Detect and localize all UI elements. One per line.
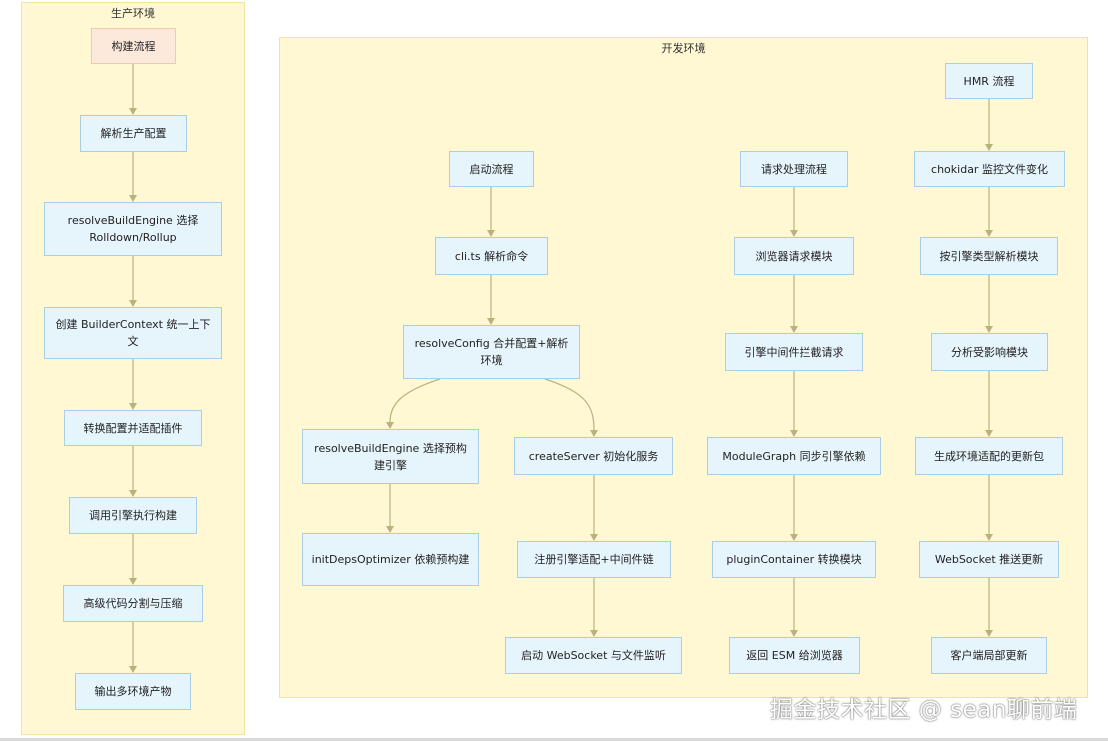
node-init-deps-optimizer: initDepsOptimizer 依赖预构建 [302,533,479,586]
node-browser-request: 浏览器请求模块 [734,237,854,275]
node-create-builder-context: 创建 BuilderContext 统一上下文 [44,307,222,359]
node-module-graph-sync: ModuleGraph 同步引擎依赖 [707,437,881,475]
node-middleware-intercept: 引擎中间件拦截请求 [725,333,863,371]
node-plugin-container: pluginContainer 转换模块 [712,541,876,578]
node-analyze-affected: 分析受影响模块 [931,333,1048,371]
node-cli-parse: cli.ts 解析命令 [435,237,548,275]
node-build-flow: 构建流程 [91,28,176,64]
watermark: 掘金技术社区 @ sean聊前端 [770,697,1078,723]
node-startup-flow: 启动流程 [449,151,534,187]
node-parse-prod-config: 解析生产配置 [80,115,187,152]
node-hmr-flow: HMR 流程 [945,63,1033,99]
node-resolve-prebuild-engine: resolveBuildEngine 选择预构建引擎 [302,429,479,484]
node-resolve-config: resolveConfig 合并配置+解析环境 [403,325,580,379]
node-parse-by-engine: 按引擎类型解析模块 [920,237,1058,275]
cluster-development-title: 开发环境 [661,42,706,55]
node-code-split: 高级代码分割与压缩 [63,585,203,622]
node-client-update: 客户端局部更新 [931,637,1047,674]
cluster-production-title: 生产环境 [111,7,155,20]
node-create-server: createServer 初始化服务 [514,437,673,475]
node-register-middleware: 注册引擎适配+中间件链 [517,541,671,578]
cluster-production: 生产环境 [21,2,245,735]
bottom-scroll-strip [0,738,1108,741]
node-websocket-push: WebSocket 推送更新 [919,541,1059,578]
node-invoke-engine: 调用引擎执行构建 [69,497,197,534]
node-output-artifacts: 输出多环境产物 [75,673,191,710]
node-start-websocket: 启动 WebSocket 与文件监听 [505,637,682,674]
node-request-flow: 请求处理流程 [740,151,848,187]
node-convert-config: 转换配置并适配插件 [64,410,202,446]
node-generate-update: 生成环境适配的更新包 [915,437,1063,475]
node-chokidar-watch: chokidar 监控文件变化 [914,151,1065,187]
node-return-esm: 返回 ESM 给浏览器 [729,637,860,674]
node-resolve-build-engine: resolveBuildEngine 选择 Rolldown/Rollup [44,202,222,256]
